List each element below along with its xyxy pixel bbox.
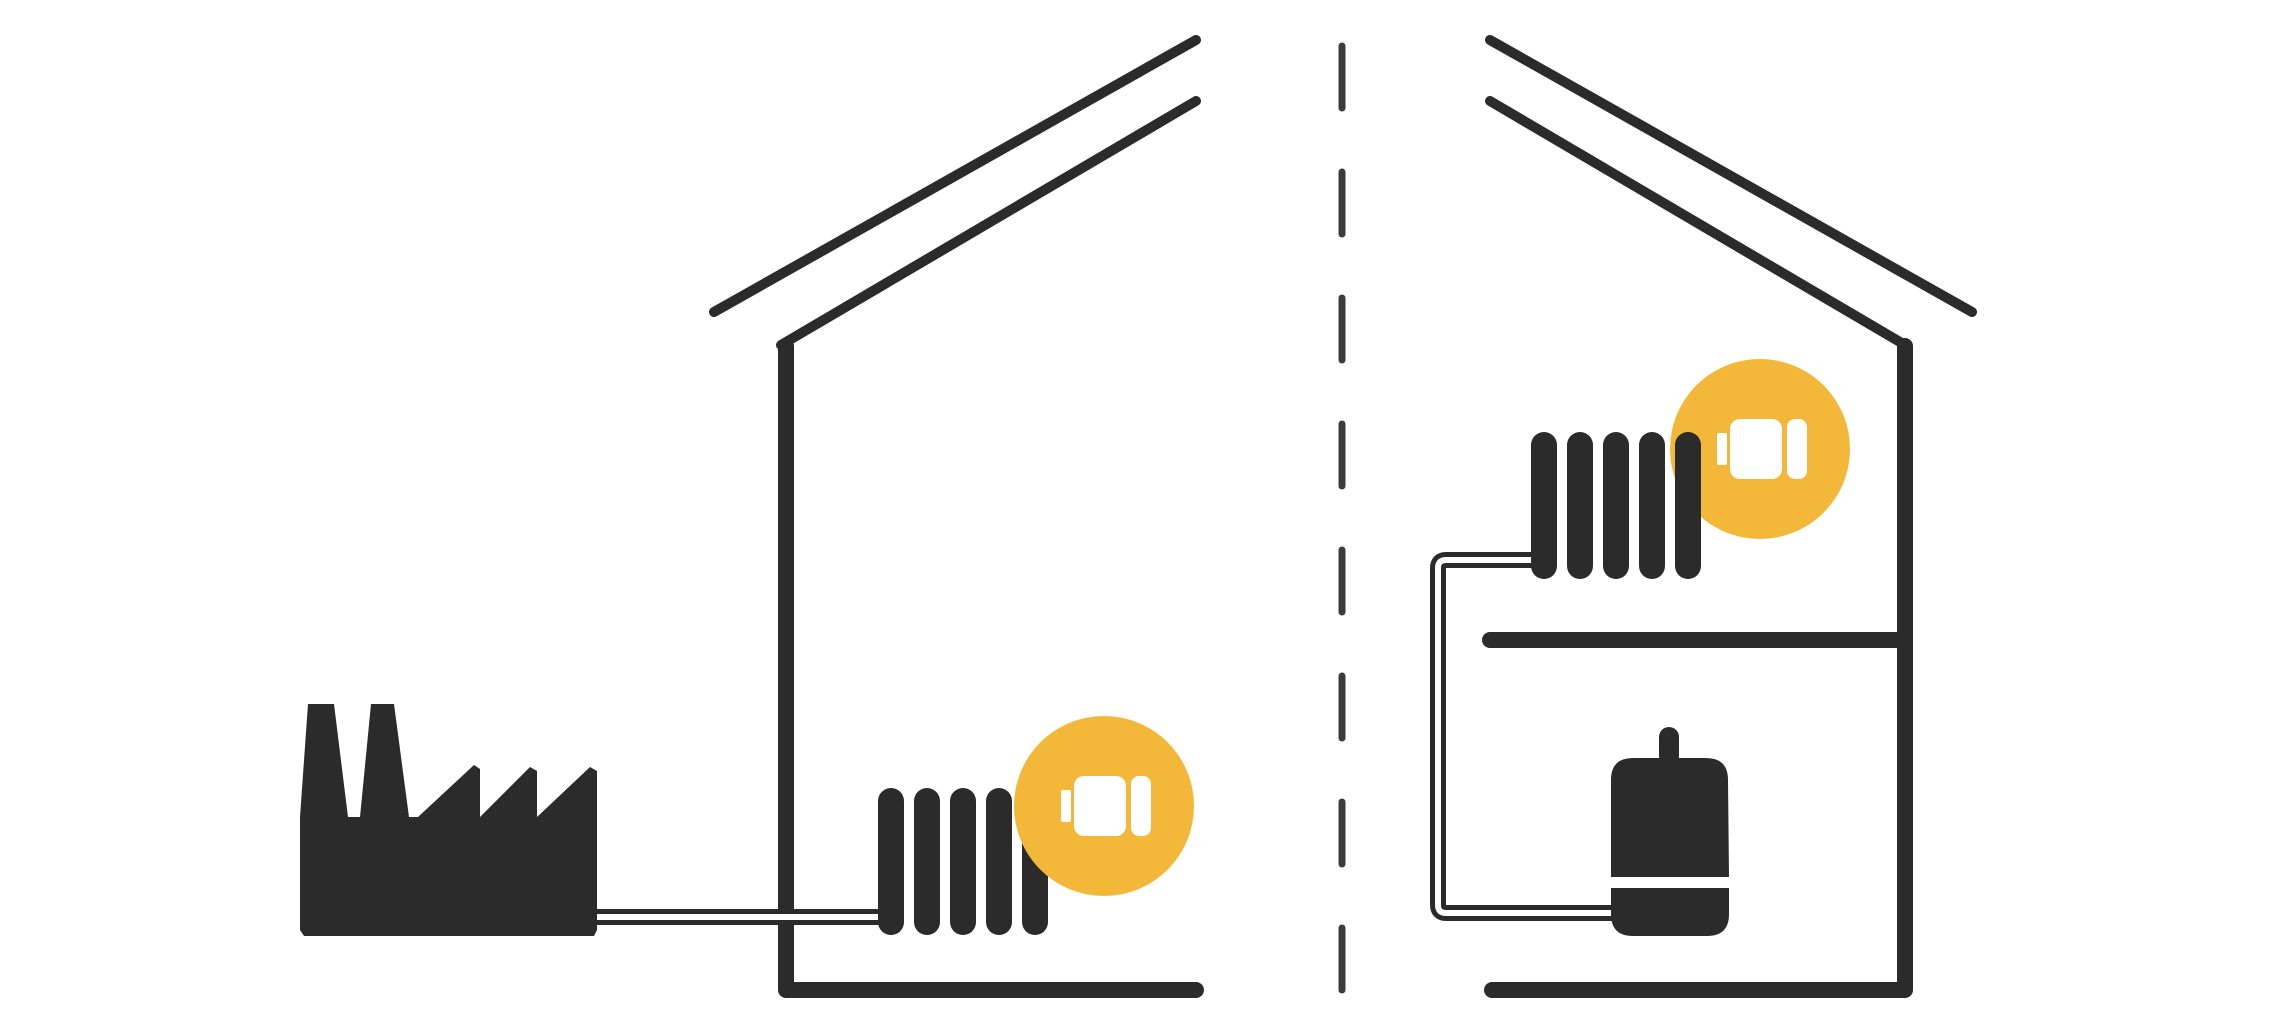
left-energy-badge <box>1014 716 1194 896</box>
left-radiator-fin-2 <box>914 788 940 935</box>
factory-icon <box>300 704 597 936</box>
left-radiator-fin-3 <box>950 788 976 935</box>
right-scene <box>1430 35 1977 998</box>
left-battery-icon <box>1061 776 1151 836</box>
boiler-valve <box>1659 727 1679 767</box>
left-house-wall <box>778 338 1204 998</box>
right-radiator-fin-3 <box>1603 432 1629 579</box>
right-radiator-fin-2 <box>1567 432 1593 579</box>
right-radiator-icon <box>1531 432 1665 579</box>
left-radiator-fin-1 <box>878 788 904 935</box>
right-radiator-fin-5 <box>1675 432 1701 579</box>
right-battery-icon <box>1717 419 1807 479</box>
left-radiator-fin-4 <box>986 788 1012 935</box>
right-boiler-pipe-loop <box>1430 552 1620 921</box>
right-radiator-fin-1 <box>1531 432 1557 579</box>
left-scene <box>300 35 1204 998</box>
right-roof-outer-line <box>1485 35 1977 317</box>
right-energy-badge <box>1670 359 1850 539</box>
boiler-body-upper <box>1611 758 1729 877</box>
right-roof-inner-line <box>1485 96 1910 350</box>
left-roof-outer-line <box>709 35 1201 317</box>
left-roof-inner-line <box>776 96 1201 350</box>
left-house-roof <box>709 35 1201 350</box>
right-radiator-fin-4 <box>1639 432 1665 579</box>
gas-boiler-icon <box>1611 727 1729 936</box>
right-house-roof <box>1485 35 1977 350</box>
right-house-wall <box>1484 338 1913 998</box>
boiler-body-lower <box>1611 888 1729 936</box>
right-boiler-pipe-loop-gap <box>1435 557 1620 916</box>
